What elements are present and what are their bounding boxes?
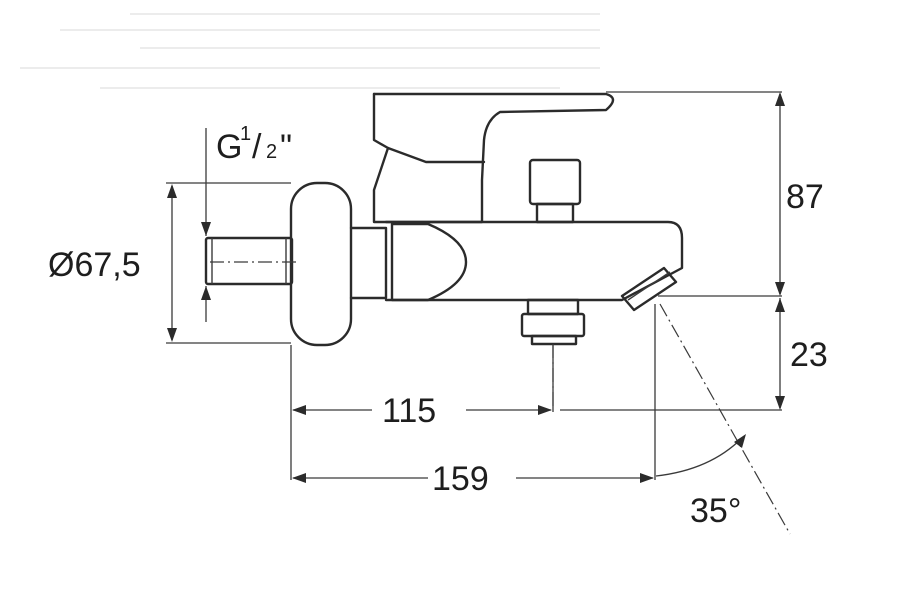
background-artifacts (20, 13, 600, 89)
dimension-labels: G 1 / 2 " Ø67,5 87 23 115 159 35° (48, 123, 828, 530)
wall-flange (289, 181, 353, 347)
spout-head (620, 266, 678, 312)
thread-fraction-numerator: 1 (240, 123, 251, 145)
connector-neck (349, 226, 388, 300)
thread-fraction-slash: / (252, 128, 262, 166)
diameter-label: Ø67,5 (48, 246, 141, 284)
outlet-tip (530, 334, 578, 346)
lever-handle (372, 92, 615, 224)
extension-lines (166, 91, 782, 480)
dimension-lines (167, 92, 785, 483)
height-bottom-label: 23 (790, 336, 828, 374)
angle-label: 35° (690, 492, 741, 530)
outlet-collar (526, 298, 580, 316)
thread-fraction-denominator: 2 (266, 141, 277, 163)
thread-label: G (216, 128, 242, 166)
outlet-nut (520, 312, 586, 338)
spout-distance-label: 159 (432, 460, 489, 498)
thread-inch-mark: " (280, 128, 292, 166)
mixer-body (384, 220, 684, 302)
height-top-label: 87 (786, 178, 824, 216)
diverter-knob (528, 158, 582, 206)
outlet-distance-label: 115 (382, 392, 436, 430)
diverter-stem (535, 202, 575, 224)
faucet-body (204, 92, 684, 347)
inlet-nut (204, 236, 294, 286)
cartridge-cap (390, 222, 468, 302)
